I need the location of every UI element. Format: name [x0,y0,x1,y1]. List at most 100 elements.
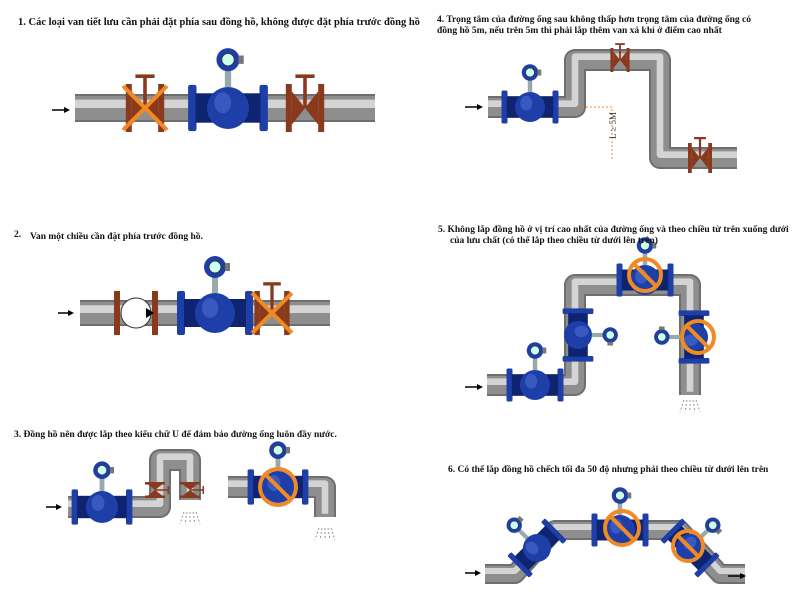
drip-line [679,399,685,413]
meter-cable-gland [607,341,613,346]
flow-arrow-icon [465,104,483,110]
water-drip-icon [179,511,201,525]
meter-flange [507,552,533,578]
valve-flange [125,84,132,132]
flow-meter-prohibited [591,487,649,547]
valve-stem [619,44,621,60]
meter-display [530,345,540,356]
prohibited-icon [680,319,716,355]
meter-shine [525,541,539,555]
prohibited-circle [680,319,716,355]
meter-cable-gland [715,528,723,535]
meter-display [640,240,650,251]
check-valve-icon [114,291,158,335]
valve-handwheel [263,282,281,286]
flow-meter [188,48,268,132]
prohibited-slash [608,514,636,542]
prohibited-circle [258,467,298,507]
meter-flange [188,84,197,132]
meter-flange [562,355,594,362]
caption-2: Van một chiều cần đặt phía trước đồng hồ… [30,232,203,242]
distance-dashed-line [578,106,613,160]
x-stroke [121,84,169,132]
meter-flange [302,469,309,505]
drip-line [319,527,323,541]
caption-3: 3. Đồng hồ nên được lắp theo kiểu chữ U … [14,430,337,440]
distance-label: L ≥ 5M [608,111,619,140]
valve-handwheel [295,74,315,78]
prohibited-slash [263,472,293,502]
meter-flange [71,489,78,525]
meter-flange [616,263,623,297]
meter-cable-gland [225,263,230,271]
valve-stem [190,489,203,491]
meter-cable-gland [537,69,542,76]
valve-flange [145,495,165,498]
valve-body [613,51,627,69]
forbidden-x-icon [250,291,294,335]
meter-display [657,332,667,342]
meter-flange [660,518,686,544]
meter-shine [683,334,698,347]
flow-arrow-icon [58,310,74,316]
meter-cable-gland [517,515,524,523]
meter-neck [275,455,281,471]
meter-flange [591,513,598,547]
meter-shine [202,298,218,318]
valve-flange [180,482,200,485]
caption-2-number: 2. [14,230,22,240]
x-stroke [250,291,294,335]
meter-display [605,330,615,340]
prohibited-circle [627,257,663,293]
meter-display [96,464,108,476]
caption-5-line2: của lưu chất (có thể lắp theo chiều từ d… [450,236,658,246]
arrow-head [475,570,481,576]
flow-arrow-icon [728,573,746,579]
valve-flange [285,84,292,132]
valve-flange [318,84,325,132]
meter-shine [214,92,232,114]
valve-icon [688,137,712,173]
drip-line [692,399,696,413]
valve-flange [284,291,290,335]
prohibited-icon [627,257,663,293]
meter-flange [506,368,513,402]
valve-flange [626,48,630,72]
valve-flange [610,48,614,72]
drip-line [195,511,201,525]
prohibited-slash [632,262,658,288]
meter-display [615,490,625,501]
meter-neck [527,77,533,92]
meter-flange [177,291,185,335]
valve-handwheel [167,486,169,494]
meter-cable-gland [286,447,290,454]
arrow-head [740,573,746,579]
prohibited-slash [685,324,711,350]
forbidden-x-icon [121,84,169,132]
drip-line [314,527,320,541]
flow-meter [562,308,618,362]
drip-line [184,511,188,525]
valve-icon [610,43,630,72]
meter-display [708,520,718,530]
meter-display [221,52,235,67]
water-drip-icon [679,399,701,413]
valve-handwheel [202,486,204,494]
flow-arrow-icon [465,384,483,390]
check-valve-flange [152,291,158,335]
meter-display [525,67,535,78]
flow-meter [506,515,567,578]
arrow-head [477,384,483,390]
flow-meter [71,461,133,525]
valve-stem [155,489,168,491]
meter-cable-gland [652,242,657,249]
caption-4-line1: 4. Trọng tâm của đường ống sau không thấ… [437,15,752,25]
meter-flange [642,513,649,547]
meter-neck [591,332,606,338]
flow-arrow-icon [52,107,70,113]
flow-arrow-icon [465,570,481,576]
meter-flange [694,552,720,578]
meter-flange [667,263,674,297]
valve-icon [180,482,204,498]
